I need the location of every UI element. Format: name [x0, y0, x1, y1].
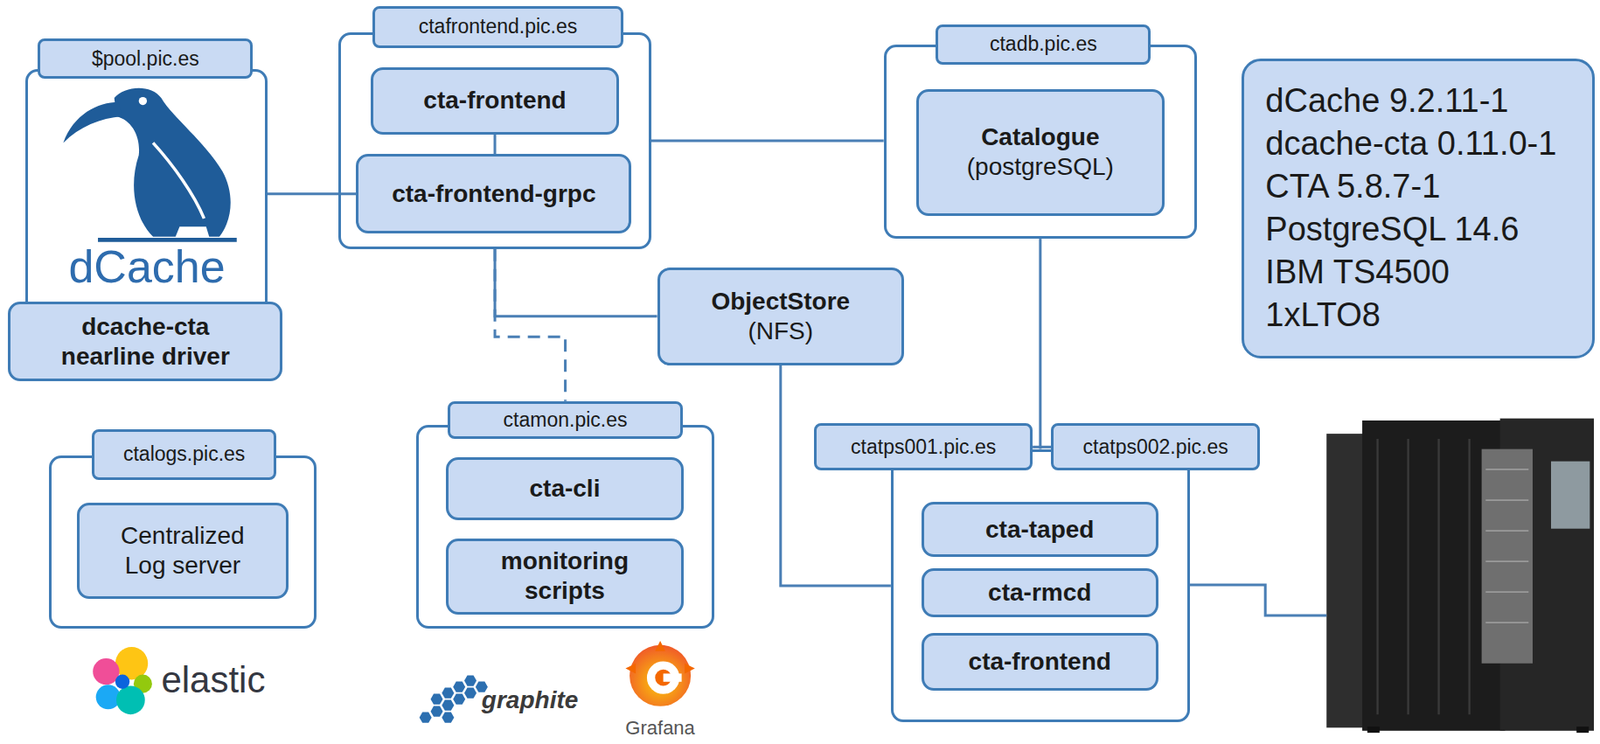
box-label: (postgreSQL): [966, 152, 1114, 182]
version-line: dcache-cta 0.11.0-1: [1265, 122, 1557, 166]
service-box: cta-frontend: [370, 67, 620, 135]
host-label: ctalogs.pic.es: [91, 429, 277, 480]
version-line: CTA 5.8.7-1: [1265, 165, 1440, 209]
connector: [1038, 238, 1042, 449]
logo-text: elastic: [160, 660, 265, 701]
box-label: (NFS): [747, 316, 814, 347]
service-box: Catalogue(postgreSQL): [916, 89, 1165, 217]
version-line: IBM TS4500: [1265, 250, 1450, 294]
graphite-logo: [419, 675, 488, 724]
bird-wing: [153, 142, 204, 218]
logo-text: graphite: [481, 686, 578, 714]
service-box: cta-frontend: [921, 633, 1159, 692]
bird-body: [114, 88, 231, 237]
box-label: Catalogue: [980, 122, 1100, 153]
host-label: ctatps001.pic.es: [813, 423, 1033, 471]
box-label: cta-frontend-grpc: [391, 179, 596, 209]
box-label: Centralized Log server: [99, 521, 266, 581]
connector: [493, 134, 497, 154]
version-panel: dCache 9.2.11-1dcache-cta 0.11.0-1CTA 5.…: [1241, 58, 1595, 359]
box-label: cta-frontend: [423, 85, 566, 116]
box-label: cta-frontend: [968, 646, 1112, 677]
service-box: cta-rmcd: [921, 568, 1159, 618]
host-box: ctamon.pic.escta-climonitoring scripts: [416, 424, 715, 629]
host-label: ctafrontend.pic.es: [372, 6, 624, 49]
host-box: ctadb.pic.esCatalogue(postgreSQL): [883, 44, 1197, 239]
host-box: ctafrontend.pic.escta-frontendcta-fronte…: [338, 32, 651, 249]
service-box: Centralized Log server: [76, 502, 290, 599]
host-box: ctalogs.pic.esCentralized Log server: [48, 455, 317, 629]
service-box: cta-taped: [921, 501, 1159, 557]
version-line: 1xLTO8: [1265, 293, 1381, 337]
box-label: dcache-cta nearline driver: [40, 312, 251, 372]
logo-text: dCache: [68, 242, 225, 293]
logo-text: Grafana: [625, 717, 696, 739]
connector: [780, 365, 891, 586]
bird-branch: [97, 237, 237, 243]
dashed-connector: [494, 249, 566, 402]
service-box: monitoring scripts: [445, 538, 684, 614]
storage-box: ObjectStore(NFS): [657, 267, 905, 366]
version-line: PostgreSQL 14.6: [1265, 208, 1519, 251]
host-label: ctadb.pic.es: [935, 24, 1151, 65]
service-box: dcache-cta nearline driver: [7, 301, 283, 382]
box-label: cta-taped: [985, 514, 1094, 545]
host-box: ctatps001.pic.esctatps002.pic.escta-tape…: [890, 449, 1190, 724]
host-label: $pool.pic.es: [37, 38, 253, 79]
service-box: cta-frontend-grpc: [355, 153, 632, 234]
service-box: cta-cli: [445, 457, 684, 521]
box-label: cta-cli: [529, 473, 601, 504]
connector: [651, 139, 884, 143]
connector: [494, 249, 658, 317]
bird-eye: [139, 97, 147, 105]
box-label: cta-rmcd: [987, 577, 1092, 608]
box-label: ObjectStore: [710, 286, 850, 317]
connector: [267, 192, 357, 195]
dcache-bird-logo: [62, 88, 237, 241]
host-label: ctatps002.pic.es: [1050, 423, 1260, 471]
version-line: dCache 9.2.11-1: [1265, 79, 1509, 123]
bird-beak: [62, 102, 123, 144]
elastic-logo: [92, 646, 153, 715]
tape-library: [1326, 418, 1594, 734]
grafana-logo: [625, 640, 695, 707]
host-label: ctamon.pic.es: [447, 401, 682, 439]
box-label: monitoring scripts: [486, 546, 644, 606]
